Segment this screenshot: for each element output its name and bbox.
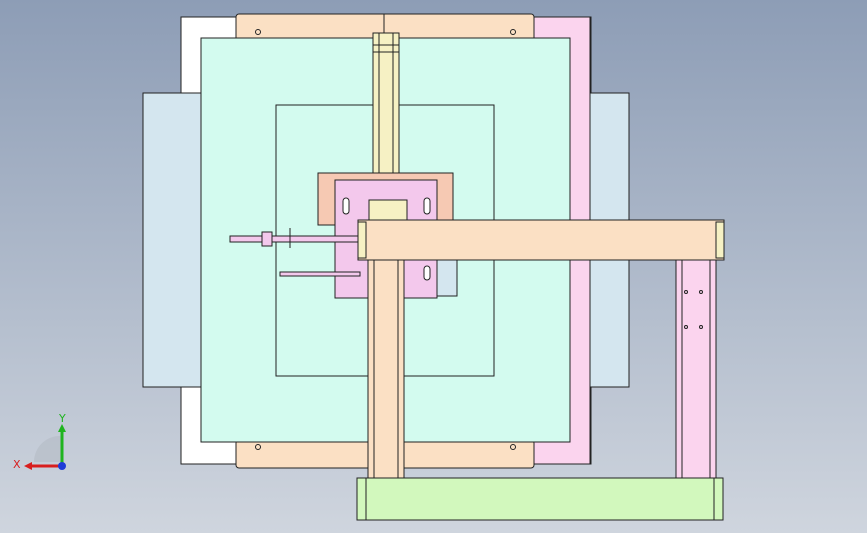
hole [699,290,703,294]
slot [342,197,350,215]
bracket-window [368,199,408,223]
hole [684,290,688,294]
z-axis [58,462,66,470]
y-axis-label: Y [58,412,66,425]
rod-clamp [261,231,273,247]
hole [510,29,516,35]
bracket-side-panel [436,257,458,297]
slot [423,265,431,281]
beam-end-cap [357,221,367,259]
hole [255,444,261,450]
base-bar[interactable] [356,477,724,521]
vertical-column[interactable] [372,32,400,181]
gantry-beam[interactable] [357,219,725,261]
lower-rod[interactable] [279,271,361,277]
slot [423,197,431,215]
x-axis-label: X [13,458,21,471]
x-arrow [24,462,32,470]
side-panel-left[interactable] [142,92,204,388]
hole [255,29,261,35]
gantry-leg-left[interactable] [367,259,405,481]
hole [699,325,703,329]
hole [684,325,688,329]
pink-post-right[interactable] [675,259,717,481]
horizontal-rod[interactable] [229,235,361,243]
hole [510,444,516,450]
axis-triad: Y X [13,412,66,471]
beam-end-cap [715,221,725,259]
y-arrow [58,424,66,432]
